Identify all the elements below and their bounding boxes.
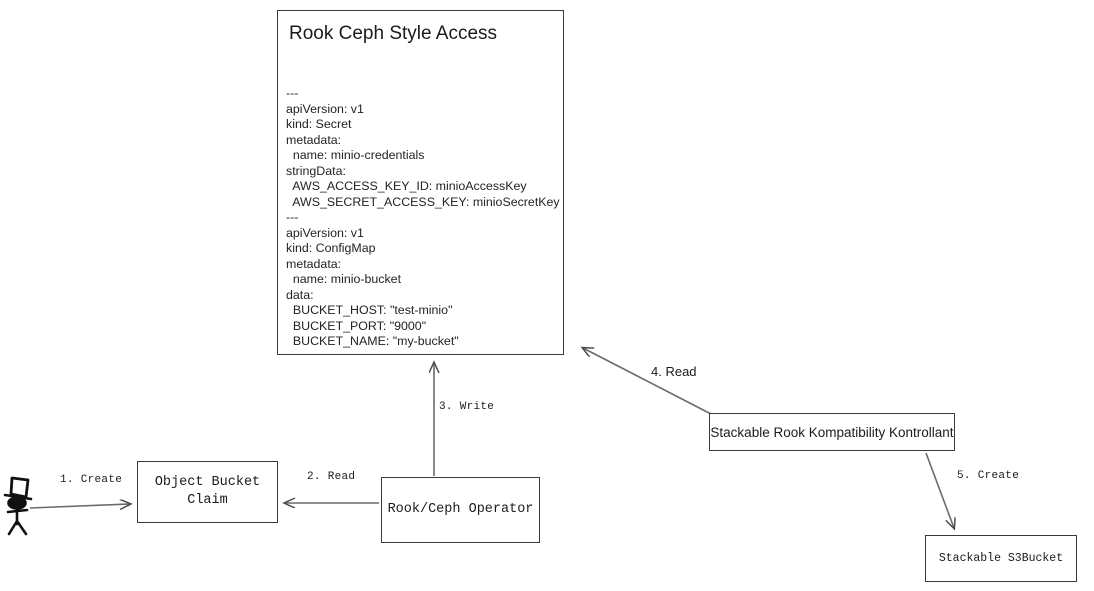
node-object-bucket-claim-label: Object Bucket Claim: [154, 474, 261, 508]
edge-1-create-arrow: [29, 504, 130, 508]
node-object-bucket-claim[interactable]: Object Bucket Claim: [137, 461, 278, 523]
node-rook-ceph-operator[interactable]: Rook/Ceph Operator: [381, 477, 540, 543]
node-stackable-rook-kompatibility-kontrollant[interactable]: Stackable Rook Kompatibility Kontrollant: [709, 413, 955, 451]
node-stackable-s3bucket-label: Stackable S3Bucket: [938, 551, 1064, 565]
node-stackable-rook-kompatibility-kontrollant-label: Stackable Rook Kompatibility Kontrollant: [710, 424, 954, 440]
edge-label-5-create: 5. Create: [957, 470, 1020, 482]
edge-4-read-arrow: [583, 348, 712, 415]
edge-label-2-read: 2. Read: [307, 471, 356, 483]
yaml-manifest-card: Rook Ceph Style Access --- apiVersion: v…: [277, 10, 564, 355]
edge-label-4-read: 4. Read: [651, 364, 697, 379]
edge-label-1-create: 1. Create: [60, 474, 123, 486]
node-rook-ceph-operator-label: Rook/Ceph Operator: [387, 501, 534, 517]
yaml-manifest-text: --- apiVersion: v1 kind: Secret metadata…: [286, 86, 560, 349]
yaml-card-title: Rook Ceph Style Access: [289, 23, 498, 44]
node-stackable-s3bucket[interactable]: Stackable S3Bucket: [925, 535, 1077, 582]
edge-label-3-write: 3. Write: [439, 401, 495, 413]
edge-5-create-arrow: [925, 452, 954, 528]
user-actor[interactable]: [3, 476, 33, 536]
